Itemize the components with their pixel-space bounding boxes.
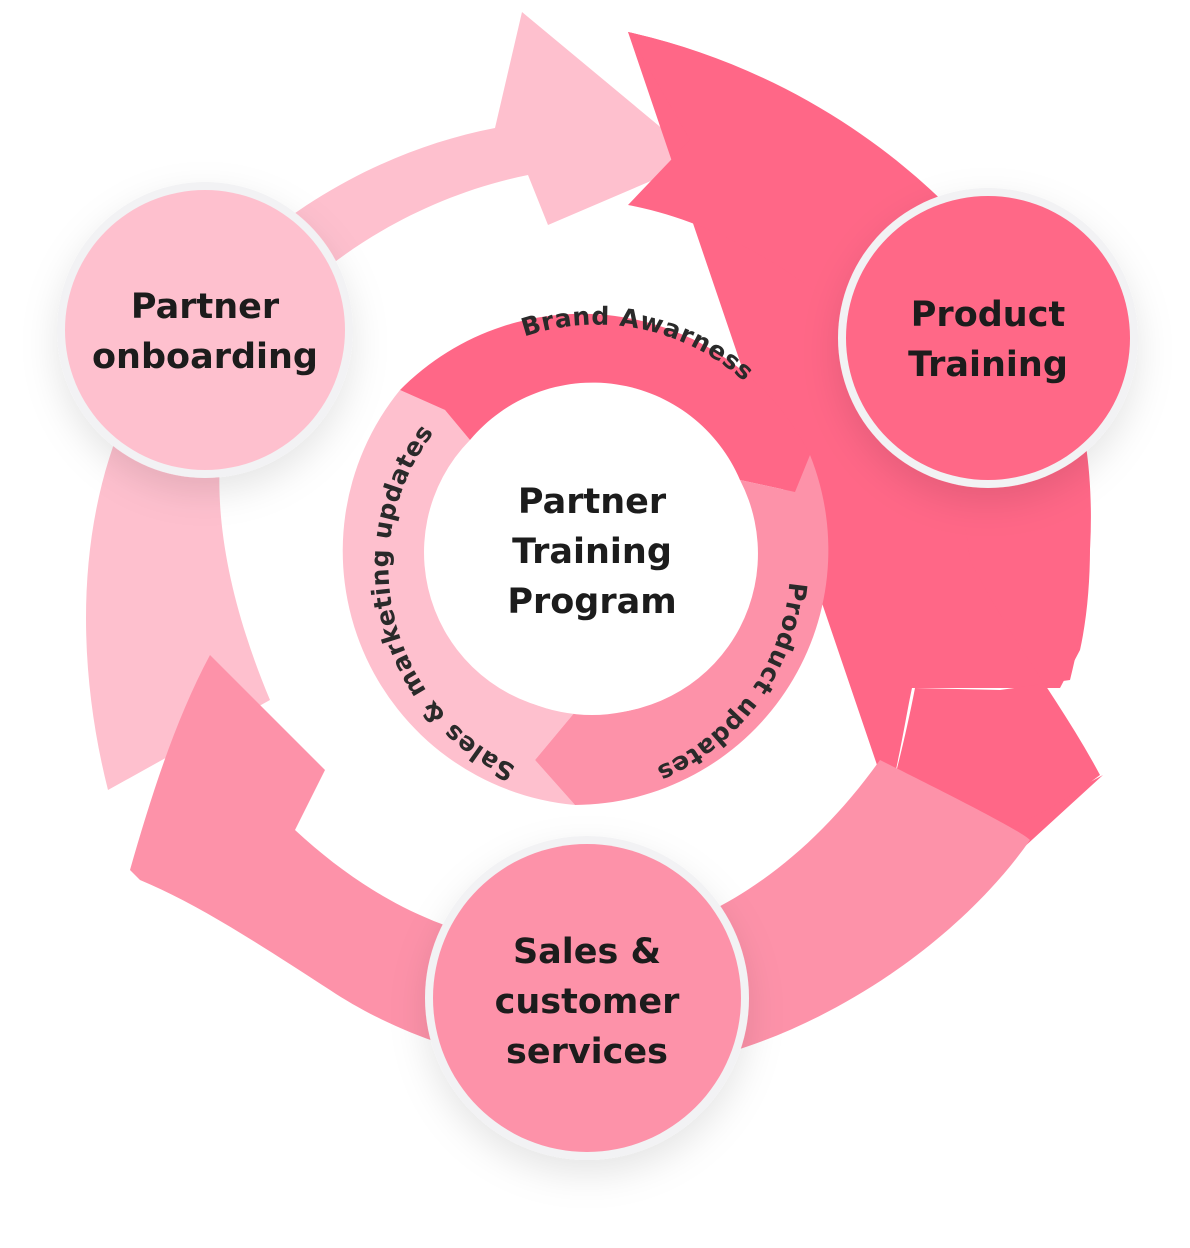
center-title-line-2: Training [512,532,672,572]
node-product-training-line-1: Product [911,295,1065,335]
inner-ring-light [342,390,575,805]
arrow-dark-pink-body [628,32,1100,842]
node-product-training-line-2: Training [908,345,1068,385]
arrow-mid-pink [130,655,1030,1071]
arrow-light-pink [86,12,700,790]
node-partner-onboarding-line-1: Partner [131,287,280,327]
node-partner-onboarding [57,182,353,478]
inner-ring-mid [535,455,829,805]
center-title-line-3: Program [507,582,676,622]
inner-ring-dark [400,313,810,492]
node-sales-customer-services [425,836,749,1160]
node-product-training [838,188,1138,488]
node-sales-customer-line-3: services [506,1032,668,1072]
node-partner-onboarding-line-2: onboarding [92,337,318,377]
node-sales-customer-line-1: Sales & [513,932,661,972]
center-title-line-1: Partner [518,482,667,522]
center-title: Partner Training Program [507,482,676,622]
node-sales-customer-line-2: customer [495,982,680,1022]
inner-ring-center [432,395,752,715]
